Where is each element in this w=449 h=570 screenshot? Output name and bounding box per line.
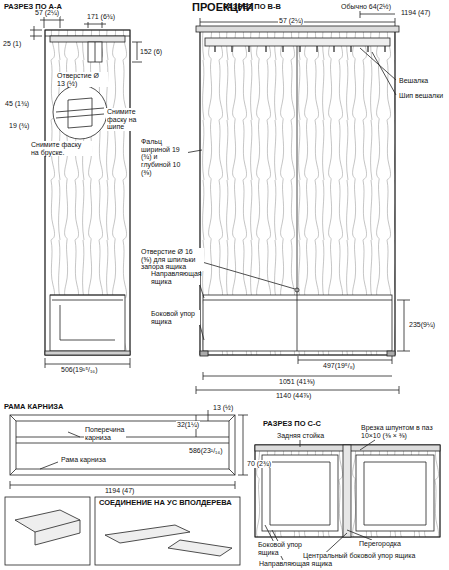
dimension-label: 1194 (47) bbox=[104, 487, 135, 495]
dimension-label: Обычно 64(2½) bbox=[340, 3, 392, 11]
dimension-label: 152 (6) bbox=[139, 48, 163, 56]
section-heading: СОЕДИНЕНИЕ НА УС ВПОЛДЕРЕВА bbox=[98, 499, 238, 507]
section-heading: РАЗРЕЗ ПО С-С bbox=[262, 420, 322, 428]
dimension-label: Боковой упор ящика bbox=[150, 310, 200, 325]
dimension-label: 1051 (41⅜) bbox=[278, 378, 316, 386]
dimension-label: Задняя стойка bbox=[276, 432, 325, 440]
dimension-label: 57 (2¼) bbox=[34, 9, 60, 17]
dimension-label: Направляющая ящика bbox=[150, 270, 200, 285]
dimension-label: 171 (6¾) bbox=[86, 13, 116, 21]
dimension-label: Снимите фаску на шипе bbox=[106, 108, 148, 131]
section-heading: РАЗРЕЗ ПО В-В bbox=[222, 3, 282, 11]
dimension-label: Врезка шпунтом в паз 10×10 (⅜ × ⅜) bbox=[360, 424, 444, 439]
dimension-label: Снимите фаску на бруске. bbox=[30, 141, 92, 156]
section-heading: РАМА КАРНИЗА bbox=[3, 403, 64, 411]
dimension-label: Вешалка bbox=[398, 77, 429, 85]
dimension-label: Фальц шириной 19 (¾) и глубиной 10 (⅜) bbox=[140, 138, 188, 176]
dimension-label: 57 (2¼) bbox=[278, 17, 304, 25]
dimension-label: Шип вешалки bbox=[398, 92, 444, 100]
dimension-label: Отверстие Ø 13 (½) bbox=[56, 72, 108, 87]
dimension-label: 13 (½) bbox=[212, 404, 234, 412]
dimension-label: 506(19¹⁵/₁₆) bbox=[60, 366, 99, 374]
dimension-label: Поперечина карниза bbox=[84, 426, 126, 441]
dimension-label: 25 (1) bbox=[2, 40, 22, 48]
dimension-label: Рама карниза bbox=[60, 456, 107, 464]
dimension-label: 19 (¾) bbox=[8, 122, 30, 130]
dimension-label: Перегородка bbox=[358, 540, 402, 548]
dimension-label: Боковой упор ящика bbox=[257, 541, 307, 556]
dimension-label: Отверстие Ø 16 (⅝) для шпильки запора ящ… bbox=[140, 248, 204, 271]
dimension-label: 497(19⁵/₈) bbox=[322, 362, 356, 370]
dimension-label: 1140 (44⅞) bbox=[275, 392, 312, 400]
dimension-label: 1194 (47) bbox=[400, 9, 431, 17]
dimension-label: 32(1¼) bbox=[176, 421, 200, 429]
dimension-label: Направляющая ящика bbox=[258, 560, 333, 568]
dimension-label: 45 (1¾) bbox=[4, 100, 30, 108]
dimension-label: 70 (2¾) bbox=[246, 460, 272, 468]
dimension-label: 586(23¹/₁₆) bbox=[188, 447, 224, 455]
dimension-label: Центральный боковой упор ящика bbox=[302, 552, 444, 560]
dimension-label: 235(9¼) bbox=[408, 321, 436, 329]
